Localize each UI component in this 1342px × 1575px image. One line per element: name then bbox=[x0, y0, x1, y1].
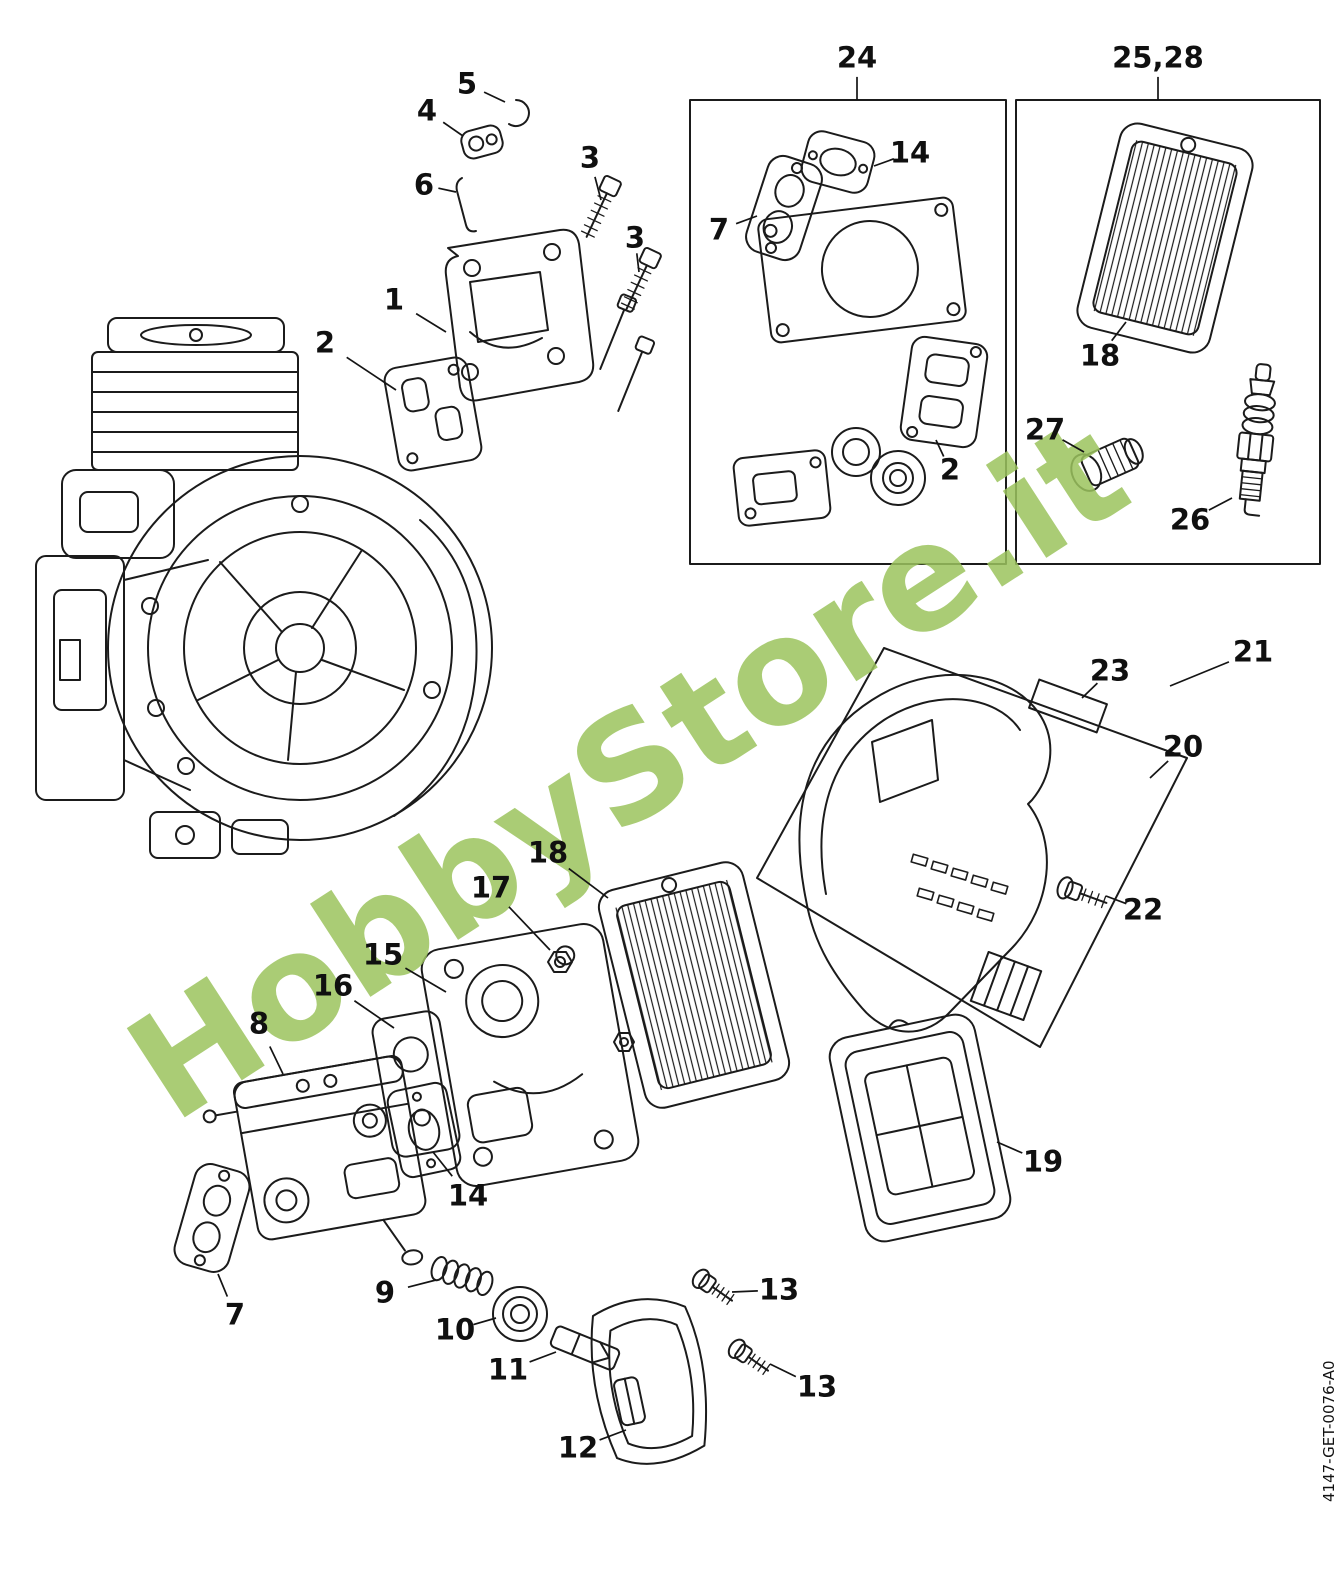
screw-3b bbox=[620, 246, 662, 310]
choke-cover-assembly bbox=[430, 1255, 771, 1465]
leader-line bbox=[438, 187, 457, 193]
leader-line bbox=[508, 906, 551, 951]
engine-assembly bbox=[35, 317, 493, 859]
cover-12 bbox=[590, 1298, 708, 1465]
leader-line bbox=[996, 1141, 1023, 1154]
gasket-14-box bbox=[800, 130, 876, 194]
leader-line bbox=[473, 1317, 497, 1326]
intake-plug-27 bbox=[1070, 437, 1144, 492]
spark-plug-26 bbox=[1236, 363, 1276, 517]
leader-line bbox=[1081, 682, 1098, 699]
leader-line bbox=[407, 1279, 437, 1288]
stud-b bbox=[617, 335, 655, 412]
gasket-14-main bbox=[386, 1081, 462, 1179]
leader-line bbox=[568, 867, 609, 899]
pin-6 bbox=[455, 177, 477, 233]
leader-line bbox=[346, 356, 397, 391]
leader-line bbox=[483, 91, 506, 103]
filter-base-19 bbox=[828, 1013, 1012, 1243]
air-filter-cover-20 bbox=[798, 673, 1052, 1033]
leader-line bbox=[1169, 661, 1230, 687]
leader-line bbox=[432, 1151, 453, 1177]
leader-line bbox=[415, 312, 447, 333]
muffler-gasket bbox=[732, 449, 832, 527]
stud-a bbox=[599, 293, 637, 370]
leader-line bbox=[1105, 895, 1127, 905]
bushing-10 bbox=[492, 1286, 548, 1342]
leader-line bbox=[404, 967, 447, 993]
intake-bracket-assembly bbox=[383, 99, 662, 472]
sticker-23 bbox=[1028, 678, 1108, 734]
leader-line bbox=[769, 1363, 797, 1378]
air-filter-18-main bbox=[597, 861, 791, 1109]
leader-line bbox=[269, 1046, 284, 1075]
clip-5 bbox=[508, 99, 530, 127]
leader-line bbox=[735, 215, 758, 225]
leader-line bbox=[217, 1273, 229, 1297]
leader-line bbox=[529, 1351, 557, 1363]
gasket-set-box bbox=[689, 99, 1007, 565]
leader-line bbox=[599, 1429, 627, 1441]
gasket-7-box bbox=[745, 154, 823, 262]
leader-line bbox=[731, 1290, 758, 1293]
leader-line bbox=[635, 253, 640, 273]
gasket-2-top bbox=[383, 356, 483, 472]
leader-line bbox=[1208, 497, 1233, 511]
filter-sparkplug-box bbox=[1015, 99, 1321, 565]
filter-cover-region bbox=[756, 647, 1188, 1048]
part-code: 4147-GET-0076-A0 bbox=[1320, 1361, 1338, 1503]
leader-line bbox=[353, 1000, 395, 1029]
leader-line bbox=[1062, 439, 1085, 453]
leader-line bbox=[873, 158, 895, 167]
bracket-plate-1 bbox=[444, 228, 595, 402]
filter-sparkplug-box-frame bbox=[1015, 99, 1321, 565]
cylinder-gasket bbox=[757, 196, 967, 344]
screw-13a bbox=[691, 1268, 735, 1306]
manifold-assembly bbox=[371, 923, 640, 1187]
gasket-2-box bbox=[899, 335, 989, 449]
carburetor-assembly bbox=[173, 1055, 462, 1273]
cover-region-frame bbox=[756, 647, 1188, 1048]
seal-rings bbox=[831, 427, 926, 506]
leader-line bbox=[594, 176, 602, 201]
air-filter-18-box bbox=[1076, 122, 1254, 354]
nut-17 bbox=[547, 951, 573, 973]
screw-3a bbox=[580, 174, 622, 238]
leader-line bbox=[935, 439, 945, 457]
nut-small bbox=[613, 1032, 635, 1052]
leader-line bbox=[1149, 760, 1169, 779]
gasket-7-main bbox=[173, 1163, 251, 1273]
screw-13b bbox=[727, 1338, 771, 1376]
leader-line bbox=[1111, 321, 1127, 342]
retainer-4 bbox=[460, 124, 504, 160]
leader-line bbox=[442, 121, 464, 137]
carburetor-8 bbox=[202, 1055, 427, 1266]
screw-22 bbox=[1056, 876, 1108, 909]
gasket-set-box-frame bbox=[689, 99, 1007, 565]
